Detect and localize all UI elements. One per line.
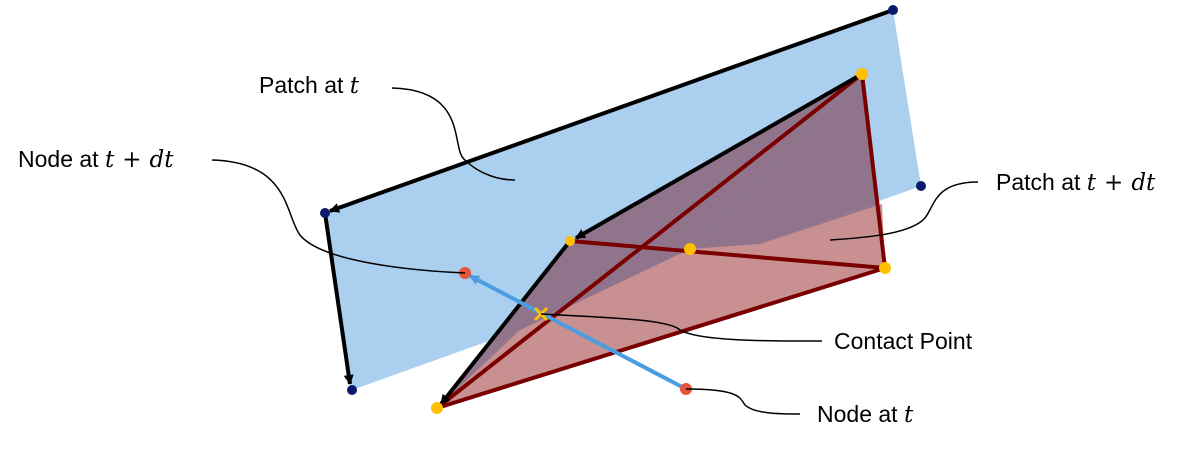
patch-t-node bbox=[888, 5, 898, 15]
patch-t-node bbox=[916, 181, 926, 191]
label-patch-t: Patch at t bbox=[259, 72, 360, 99]
patch-t-node bbox=[320, 208, 330, 218]
patch-t-dt-node bbox=[431, 402, 443, 414]
patch-t-dt-edge bbox=[436, 266, 886, 410]
leader-node-t bbox=[685, 388, 801, 415]
patch-t-dt-node bbox=[879, 262, 891, 274]
label-node-t: Node at t bbox=[817, 401, 914, 428]
patch-t-edge-arrow bbox=[329, 8, 894, 213]
patch-t-dt-node bbox=[565, 236, 575, 246]
patch-t-dt-edge-arrow bbox=[439, 239, 572, 406]
patch-t-dt-diagonal bbox=[569, 239, 886, 270]
leader-patch-t-dt bbox=[829, 181, 979, 241]
patch-t-dt-node bbox=[856, 68, 868, 80]
leader-patch-t bbox=[391, 87, 516, 181]
patch-t-dt-center-node bbox=[684, 243, 696, 255]
leader-contact-point bbox=[540, 313, 823, 342]
patch-t-nodes bbox=[320, 5, 926, 395]
label-patch-t-dt: Patch at t+dt bbox=[996, 169, 1156, 196]
leader-node-t-dt bbox=[211, 159, 466, 274]
patch-t-dt-diagonal bbox=[435, 72, 864, 410]
patch-t-fill bbox=[325, 10, 921, 390]
patch-t-dt-nodes bbox=[431, 68, 891, 414]
patch-t-dt-edge-arrow bbox=[575, 72, 863, 240]
label-node-t-dt: Node at t+dt bbox=[18, 146, 174, 173]
patch-t-node bbox=[347, 385, 357, 395]
label-contact-point: Contact Point bbox=[834, 328, 973, 354]
node-trajectory-arrow bbox=[469, 274, 687, 391]
patch-t-edge-arrow bbox=[323, 212, 354, 385]
patch-t-dt-lower-fill bbox=[437, 204, 885, 408]
leader-lines bbox=[211, 87, 979, 415]
